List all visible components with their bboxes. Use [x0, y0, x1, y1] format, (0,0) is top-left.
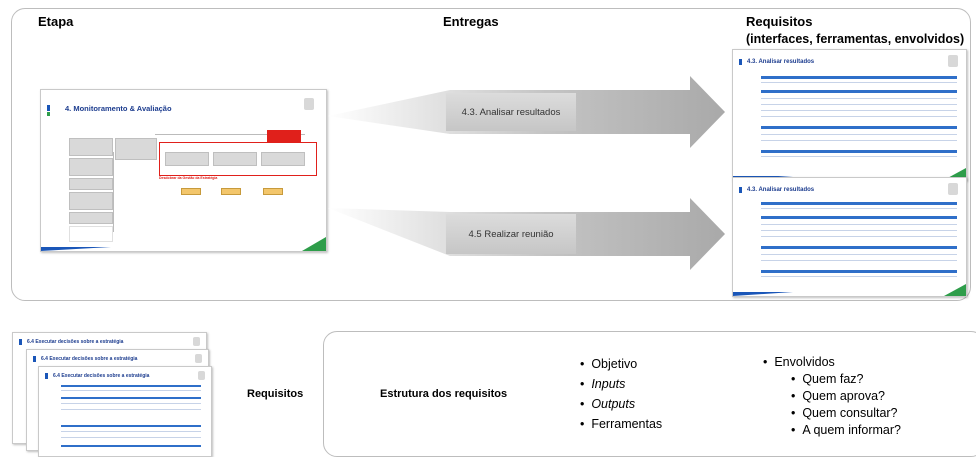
slide-title: 6.4 Executar decisões sobre a estratégia — [41, 356, 138, 362]
connector-line — [113, 152, 114, 232]
slide-title: 4.3. Analisar resultados — [747, 59, 815, 65]
table-line — [761, 140, 957, 141]
deliverable-box-2[interactable]: 4.5 Realizar reunião — [446, 214, 576, 254]
process-box — [69, 178, 113, 190]
process-box — [69, 138, 113, 156]
table-header — [61, 425, 201, 427]
process-box — [69, 158, 113, 176]
list-item-envolvidos: • Envolvidos — [763, 355, 835, 369]
slide-title: 6.4 Executar decisões sobre a estratégia — [27, 339, 124, 345]
brand-logo — [198, 371, 205, 380]
list-item-objetivo: • Objetivo — [580, 357, 638, 371]
table-line — [761, 276, 957, 277]
process-box — [115, 138, 157, 160]
table-line — [61, 431, 201, 432]
brand-logo — [193, 337, 200, 346]
table-line — [761, 98, 957, 99]
deliverable-chip — [263, 188, 283, 195]
table-line — [61, 403, 201, 404]
corner-blue — [733, 292, 793, 296]
slide-title: 4. Monitoramento & Avaliação — [65, 104, 172, 113]
list-item-outputs: • Outputs — [580, 397, 636, 411]
table-line — [761, 254, 957, 255]
highlight-tag — [267, 130, 301, 142]
table-header — [761, 76, 957, 79]
sub-item-quem-consultar: • Quem consultar? — [791, 406, 898, 420]
requirement-structure-list: • Objetivo • Inputs • Outputs • Ferramen… — [580, 354, 662, 434]
table-line — [761, 156, 957, 157]
deliverable-label-1: 4.3. Analisar resultados — [461, 106, 561, 118]
slide-title-bar — [47, 105, 50, 111]
table-line — [761, 110, 957, 111]
estrutura-label: Estrutura dos requisitos — [380, 388, 508, 400]
table-header — [761, 246, 957, 249]
table-header — [761, 270, 957, 273]
table-line — [61, 390, 201, 391]
slide-title: 6.4 Executar decisões sobre a estratégia — [53, 373, 150, 379]
table-header — [61, 445, 201, 447]
connector-line — [155, 134, 305, 135]
slide-title-bar — [739, 59, 742, 65]
deliverable-chip — [221, 188, 241, 195]
estrutura-panel — [323, 331, 976, 457]
process-box — [69, 192, 113, 210]
table-line — [761, 82, 957, 83]
table-line — [761, 230, 957, 231]
table-header — [761, 202, 957, 205]
header-requisitos-sub: (interfaces, ferramentas, envolvidos) — [746, 32, 965, 46]
brand-logo — [948, 55, 958, 67]
envolvidos-list: • Envolvidos • Quem faz? • Quem aprova? … — [763, 354, 901, 439]
deliverable-chip — [181, 188, 201, 195]
slide-title-bar — [19, 339, 22, 345]
stacked-slide-front[interactable]: 6.4 Executar decisões sobre a estratégia — [38, 366, 212, 457]
slide-title-bar — [739, 187, 742, 193]
table-line — [61, 409, 201, 410]
slide-title-bar — [45, 373, 48, 379]
slide-title-bar — [33, 356, 36, 362]
requirement-slide-2[interactable]: 4.3. Analisar resultados — [732, 177, 967, 297]
table-line — [61, 437, 201, 438]
corner-green — [944, 284, 966, 296]
brand-logo — [195, 354, 202, 363]
requisitos-label: Requisitos — [247, 388, 304, 400]
etapa-slide-thumbnail[interactable]: 4. Monitoramento & Avaliação Desdobrar d… — [40, 89, 327, 252]
sub-item-a-quem-informar: • A quem informar? — [791, 423, 901, 437]
slide-title: 4.3. Analisar resultados — [747, 187, 815, 193]
header-requisitos: Requisitos — [746, 14, 813, 29]
corner-blue — [41, 247, 111, 251]
table-line — [761, 134, 957, 135]
table-header — [61, 397, 201, 399]
process-box-analisar — [165, 152, 209, 166]
brand-logo — [948, 183, 958, 195]
table-header — [61, 385, 201, 387]
table-line — [761, 104, 957, 105]
faded-box — [69, 226, 113, 242]
header-etapa: Etapa — [38, 14, 74, 29]
table-line — [761, 116, 957, 117]
deliverable-box-1[interactable]: 4.3. Analisar resultados — [446, 93, 576, 131]
header-entregas: Entregas — [443, 14, 499, 29]
slide-title-bar-green — [47, 112, 50, 116]
requirement-slide-1[interactable]: 4.3. Analisar resultados — [732, 49, 967, 181]
sub-item-quem-faz: • Quem faz? — [791, 372, 864, 386]
highlight-label: Desdobrar da Gestão da Estratégia — [159, 176, 218, 180]
table-line — [761, 236, 957, 237]
table-header — [761, 90, 957, 93]
table-line — [761, 208, 957, 209]
list-item-inputs: • Inputs — [580, 377, 626, 391]
deliverable-label-2: 4.5 Realizar reunião — [468, 228, 554, 240]
table-header — [761, 216, 957, 219]
process-box-reuniao — [213, 152, 257, 166]
process-box — [69, 212, 113, 224]
corner-green — [302, 237, 326, 251]
brand-logo — [304, 98, 314, 110]
table-line — [761, 260, 957, 261]
highlight-frame — [159, 142, 317, 176]
table-header — [761, 150, 957, 153]
sub-item-quem-aprova: • Quem aprova? — [791, 389, 886, 403]
table-line — [761, 224, 957, 225]
list-item-ferramentas: • Ferramentas — [580, 417, 663, 431]
process-box-decisao — [261, 152, 305, 166]
table-header — [761, 126, 957, 129]
